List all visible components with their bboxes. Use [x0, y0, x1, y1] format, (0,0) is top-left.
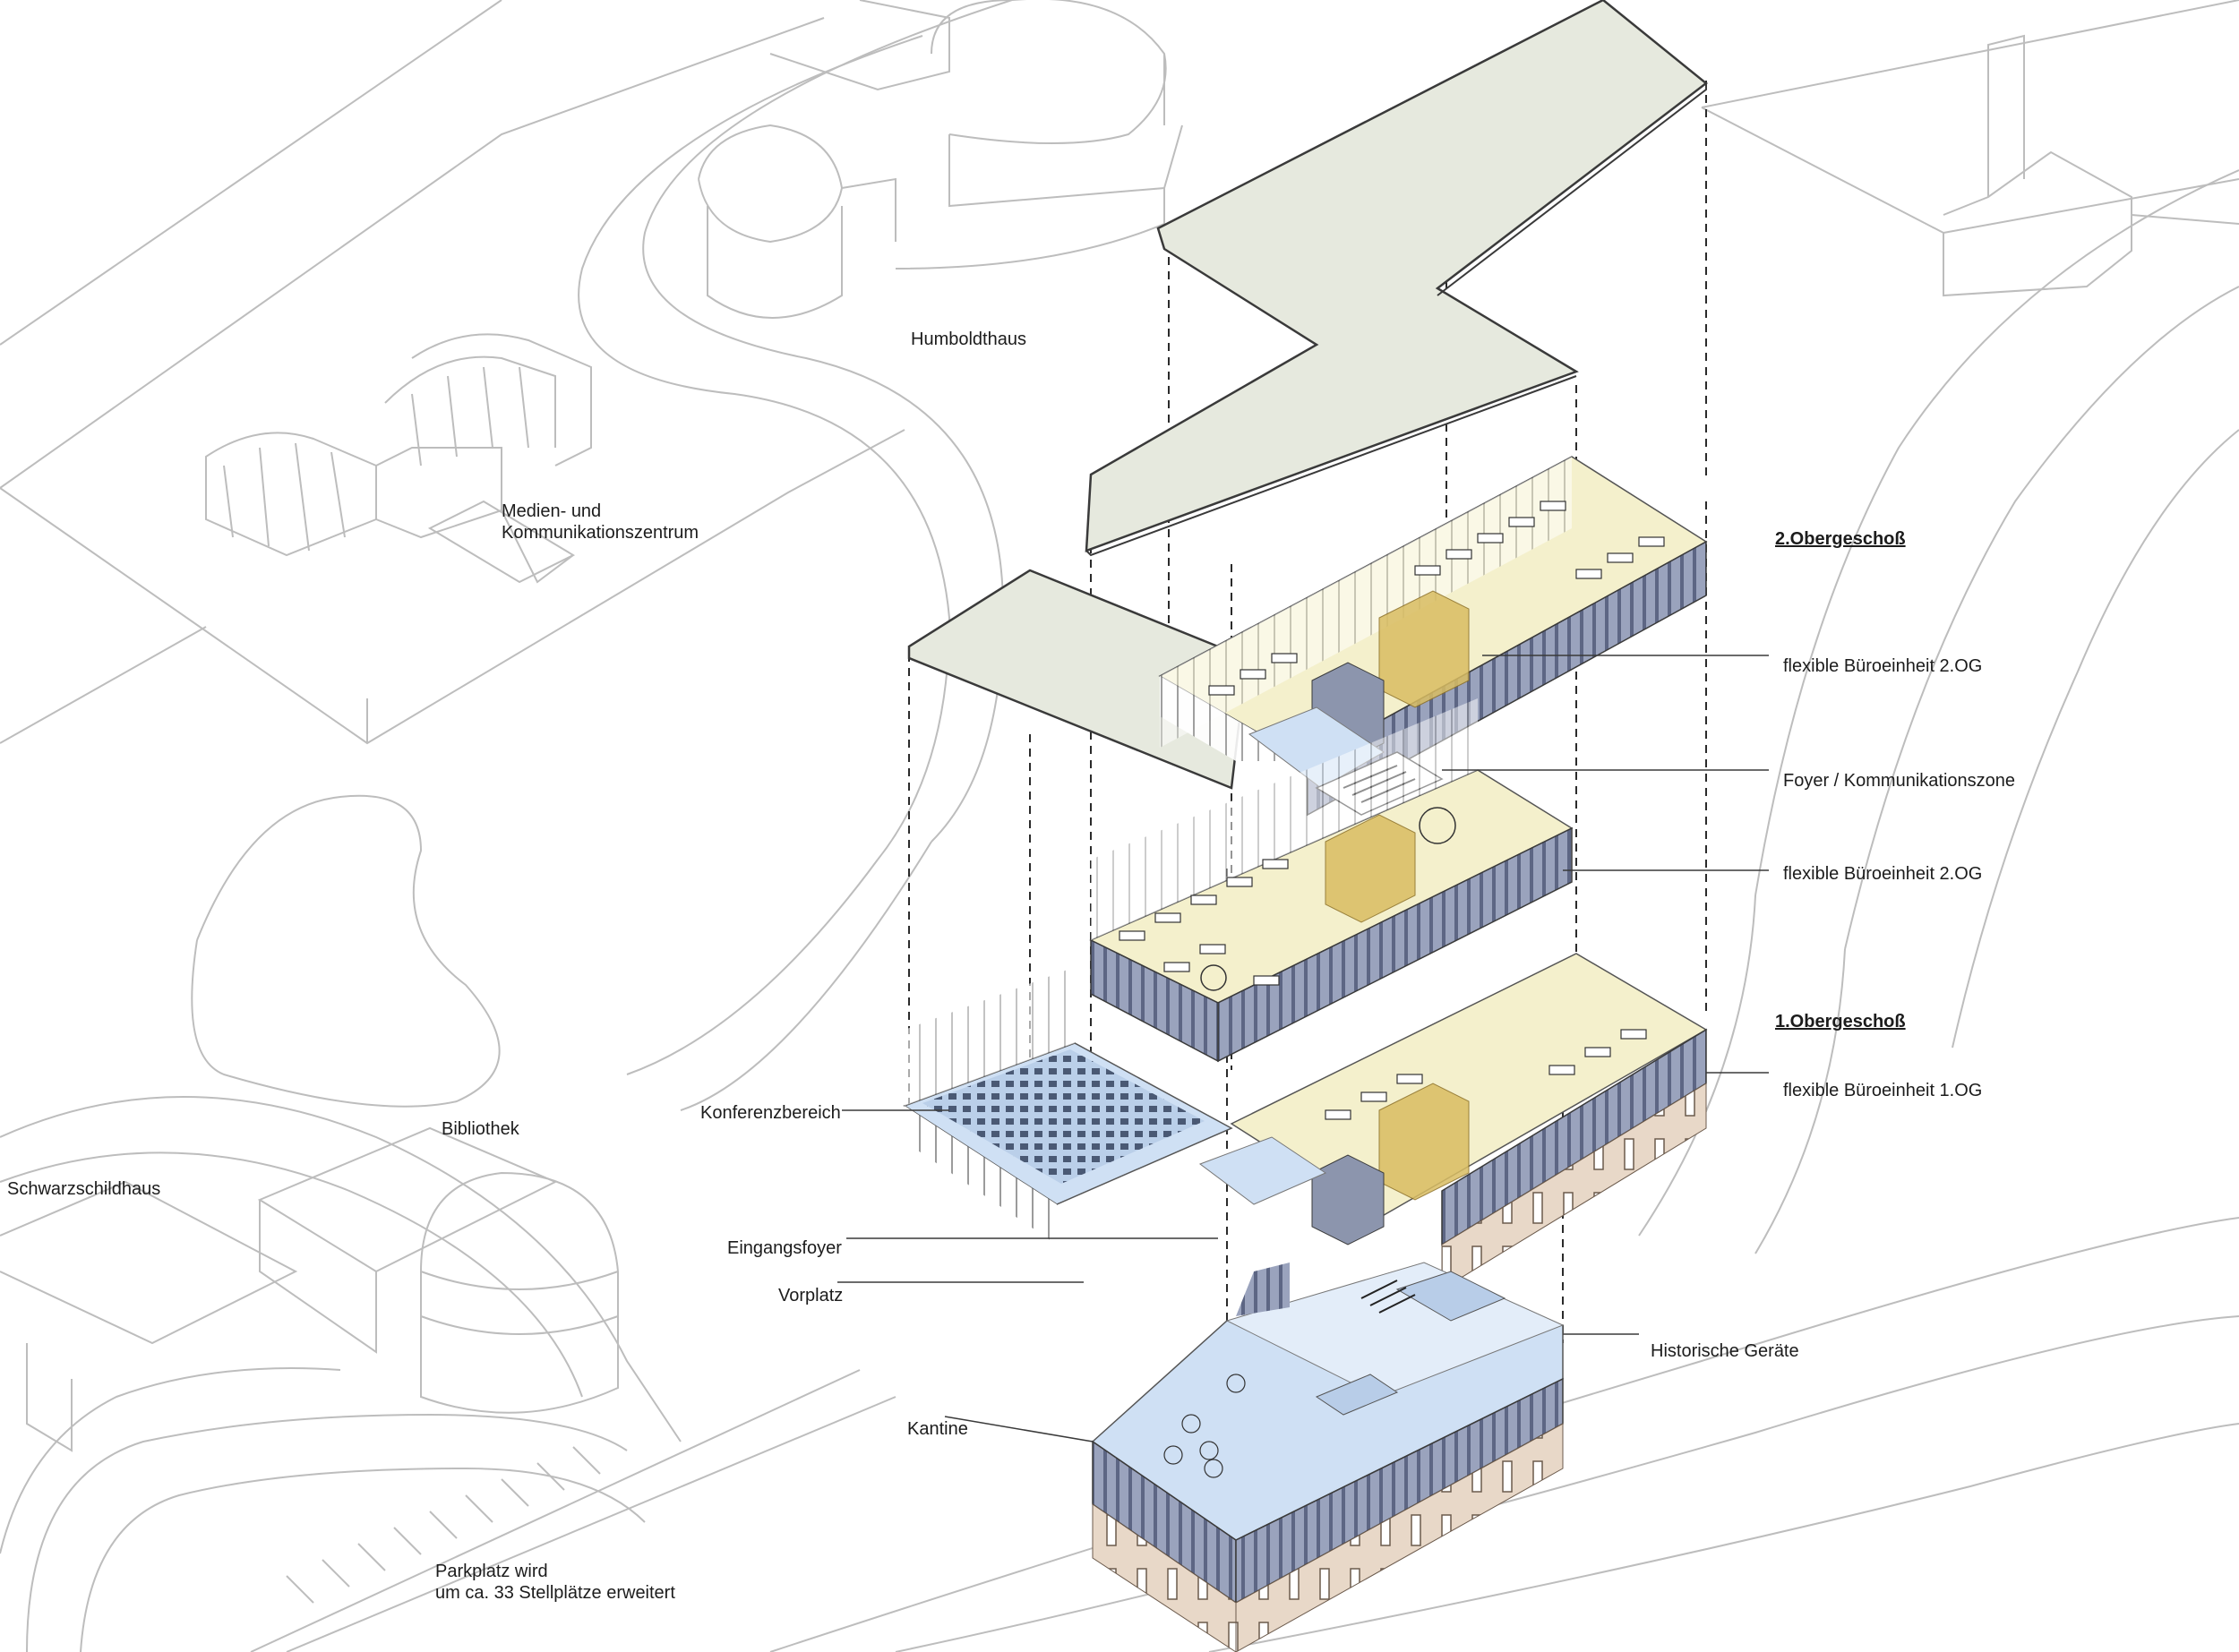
- leader-lines: [837, 655, 1769, 1442]
- label-eingangsfoyer: Eingangsfoyer: [727, 1238, 842, 1258]
- label-kantine: Kantine: [907, 1419, 968, 1439]
- label-schwarzschildhaus: Schwarzschildhaus: [7, 1179, 161, 1199]
- label-humboldthaus: Humboldthaus: [911, 330, 1026, 349]
- roof-slab-upper: [1085, 0, 1709, 557]
- label-konferenzbereich: Konferenzbereich: [700, 1103, 841, 1123]
- label-historische-geraete: Historische Geräte: [1651, 1341, 1799, 1361]
- label-medien-kommunikationszentrum: Medien- und Kommunikationszentrum: [502, 501, 699, 543]
- label-bibliothek: Bibliothek: [442, 1119, 519, 1139]
- heading-1-obergeschoss: 1.Obergeschoß: [1775, 1012, 1906, 1031]
- label-flexible-bueroeinheit-2og-lower: flexible Büroeinheit 2.OG: [1783, 864, 1983, 884]
- label-parkplatz: Parkplatz wird um ca. 33 Stellplätze erw…: [435, 1562, 675, 1603]
- heading-2-obergeschoss: 2.Obergeschoß: [1775, 529, 1906, 549]
- floor-og1: [903, 953, 1708, 1290]
- floor-og2-upper-wing: [1158, 456, 1708, 817]
- label-flexible-bueroeinheit-2og-upper: flexible Büroeinheit 2.OG: [1783, 656, 1983, 676]
- floor-og2-lower-wing: [1089, 698, 1574, 1063]
- label-flexible-bueroeinheit-1og: flexible Büroeinheit 1.OG: [1783, 1081, 1983, 1100]
- label-vorplatz: Vorplatz: [778, 1286, 844, 1305]
- floor-ground: [1091, 1262, 1565, 1652]
- label-foyer-kommunikationszone: Foyer / Kommunikationszone: [1783, 771, 2016, 791]
